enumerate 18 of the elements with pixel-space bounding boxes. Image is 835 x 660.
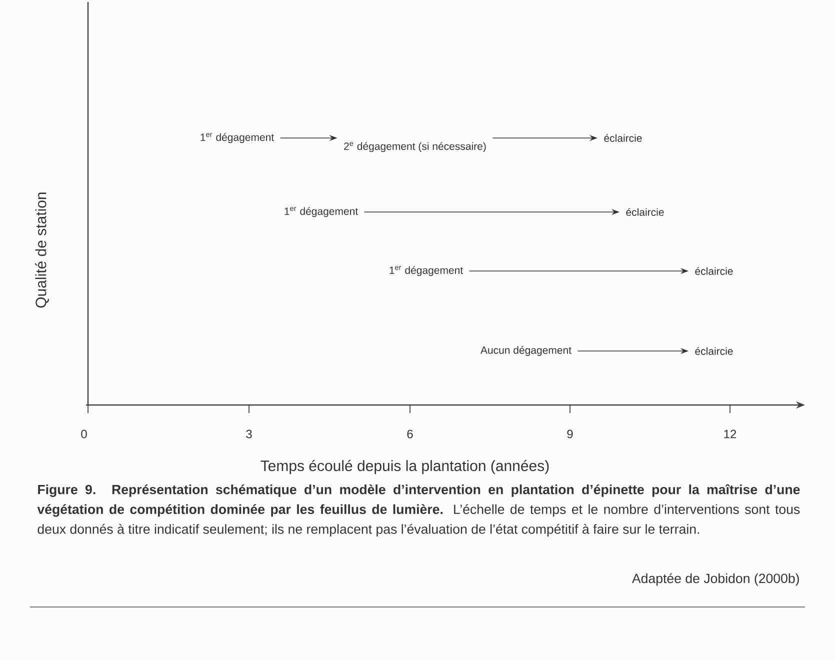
step-label: 1$^{er}$ dégagement <box>284 206 358 218</box>
step-label: 1$^{er}$ dégagement <box>200 132 274 144</box>
step-label: éclaircie <box>695 347 733 355</box>
tick-label: 0 <box>81 430 87 438</box>
step-label: 1$^{er}$ dégagement <box>390 266 463 276</box>
axis-title: Qualité de station <box>35 192 49 308</box>
step-label: Aucun dégagement <box>480 346 572 356</box>
tick-label: 9 <box>567 430 573 438</box>
step-label: éclaircie <box>695 267 733 275</box>
source-note: Adaptée de Jobidon (2000b) <box>632 573 799 586</box>
step-label: éclaircie <box>604 134 642 142</box>
tick-label: 12 <box>724 430 736 438</box>
step-label: 2$^{e}$ dégagement (si nécessaire) <box>344 142 486 152</box>
caption: Figure 9. Représentation schématique d’un modèle d’intervention en plantation d’épinette pour la maîtrise d’une végétation de compétition dominée par les feuillus de lumière. L’échelle de temps et le nombre d’interventions sont tous deux donnés à titre indicatif seulement; ils ne remplacent pas l’évaluation de l’état compétitif à faire sur le terrain. <box>37 484 800 536</box>
tick-label: 3 <box>246 430 252 438</box>
step-label: éclaircie <box>626 208 664 216</box>
axis-title: Temps écoulé depuis la plantation (années) <box>260 460 549 474</box>
tick-label: 6 <box>407 430 413 438</box>
